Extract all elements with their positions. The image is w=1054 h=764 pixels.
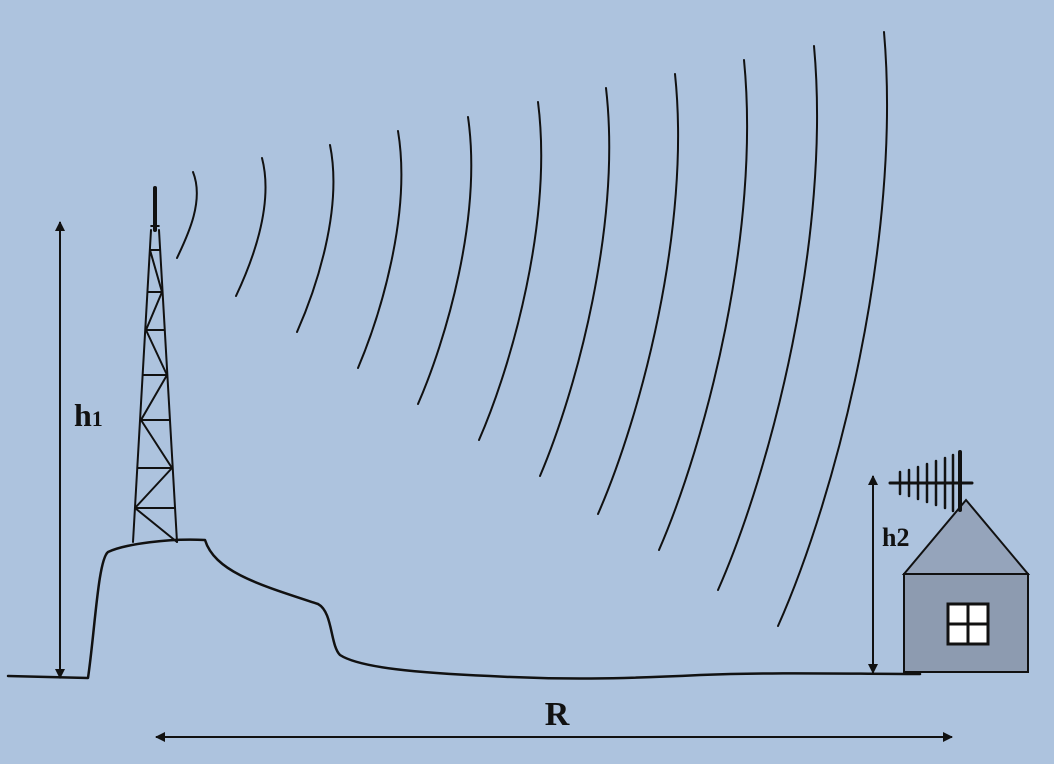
wave-arc [717, 45, 819, 591]
window [946, 602, 990, 646]
wave-arc [777, 31, 889, 627]
wave-arc [539, 87, 611, 477]
wave-arc [597, 73, 680, 515]
radio-waves [176, 31, 889, 627]
h2-label: h2 [882, 523, 909, 552]
transmitter-tower [132, 186, 178, 543]
distance-label: R [545, 696, 570, 733]
wave-arc [296, 144, 335, 333]
wave-arc [417, 116, 473, 405]
wave-arc [357, 130, 403, 369]
h1-label: h1 [74, 397, 103, 433]
wave-arc [658, 59, 749, 551]
wave-arc [478, 101, 543, 441]
wave-arc [176, 171, 198, 259]
receiver-antenna-icon [888, 450, 974, 513]
terrain-profile [6, 538, 922, 680]
house [901, 498, 1031, 673]
wave-arc [235, 157, 267, 297]
